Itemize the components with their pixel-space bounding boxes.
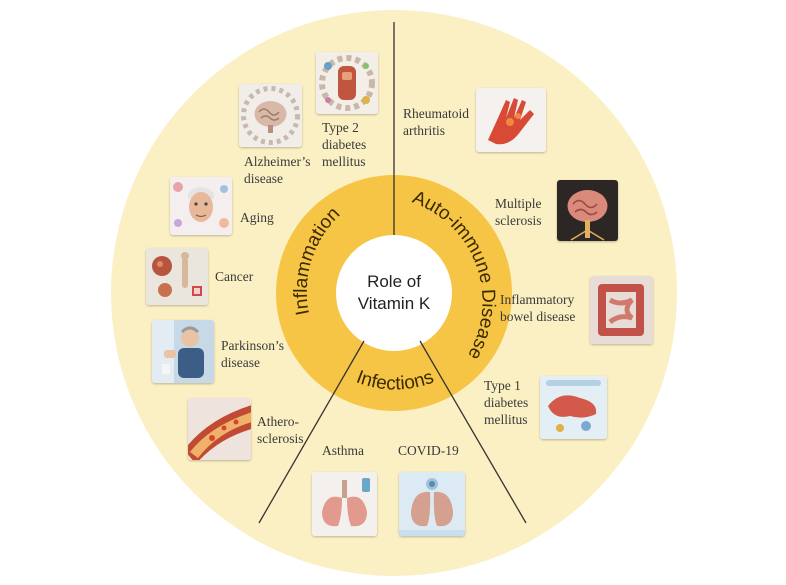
label-atherosclerosis: Athero- sclerosis	[257, 414, 304, 446]
label-asthma: Asthma	[322, 443, 364, 458]
parkinsons-man-illustration-icon	[152, 320, 214, 383]
label-rheumatoid-arthritis: Rheumatoid arthritis	[403, 106, 469, 138]
type2-diabetes-illustration-icon	[316, 52, 378, 114]
atherosclerosis-artery-illustration-icon	[188, 398, 251, 460]
alzheimers-brain-illustration-icon	[239, 84, 302, 147]
inflammatory-bowel-illustration-icon	[590, 276, 653, 344]
label-type2-diabetes: Type 2 diabetes mellitus	[322, 120, 367, 169]
label-alzheimers: Alzheimer’s disease	[244, 154, 311, 186]
multiple-sclerosis-brain-illustration-icon	[557, 180, 618, 241]
divider-line-right	[419, 340, 527, 524]
asthma-lungs-illustration-icon	[312, 472, 377, 536]
center-circle	[336, 235, 452, 351]
cancer-cells-illustration-icon	[146, 248, 208, 305]
label-parkinsons: Parkinson’s disease	[221, 338, 285, 370]
label-type1-diabetes: Type 1 diabetes mellitus	[484, 378, 529, 427]
covid19-lungs-illustration-icon	[399, 472, 465, 536]
label-inflammatory-bowel-disease: Inflammatory bowel disease	[500, 292, 576, 324]
label-cancer: Cancer	[215, 269, 254, 284]
type1-diabetes-pancreas-illustration-icon	[540, 376, 607, 439]
aging-face-illustration-icon	[170, 177, 232, 235]
center-label-line2: Vitamin K	[358, 294, 431, 313]
center-label-line1: Role of	[367, 272, 421, 291]
label-multiple-sclerosis: Multiple sclerosis	[495, 196, 542, 228]
rheumatoid-arthritis-hand-illustration-icon	[476, 88, 546, 152]
label-aging: Aging	[240, 210, 274, 225]
label-covid19: COVID-19	[398, 443, 459, 458]
divider-line-left	[258, 340, 365, 524]
